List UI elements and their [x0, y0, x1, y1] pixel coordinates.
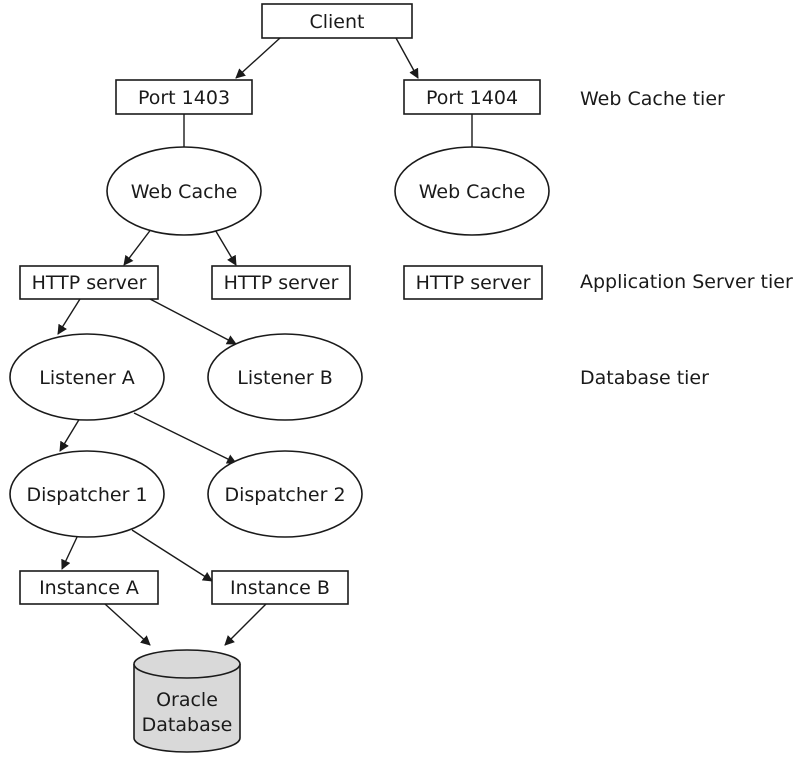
tier-label-database: Database tier [580, 367, 709, 389]
http-server-2-node: HTTP server [211, 265, 351, 300]
edge-instanceA-database [104, 603, 151, 646]
edge-client-port1404 [395, 37, 419, 79]
dispatcher-1-label: Dispatcher 1 [26, 484, 147, 506]
edge-http1-listenerB [149, 298, 237, 345]
http-server-3-node: HTTP server [403, 265, 543, 300]
instance-a-node: Instance A [19, 570, 159, 605]
oracle-database-cylinder: Oracle Database [133, 649, 241, 753]
http-server-2-label: HTTP server [224, 272, 339, 294]
edge-dispatcher1-instanceB [131, 529, 213, 582]
client-node: Client [261, 3, 413, 39]
http-server-3-label: HTTP server [416, 272, 531, 294]
listener-b-label: Listener B [237, 367, 333, 389]
listener-b-node: Listener B [207, 333, 363, 421]
port-1403-label: Port 1403 [138, 87, 230, 109]
port-1404-label: Port 1404 [426, 87, 518, 109]
edge-webcache-http1 [123, 227, 153, 266]
web-cache-left-node: Web Cache [106, 146, 262, 236]
web-cache-left-label: Web Cache [131, 181, 238, 203]
edge-dispatcher1-instanceA [61, 534, 79, 570]
tier-label-application-server: Application Server tier [580, 271, 793, 293]
web-cache-right-label: Web Cache [419, 181, 526, 203]
edge-client-port1403 [235, 37, 281, 79]
connectors [57, 37, 473, 646]
listener-a-label: Listener A [39, 367, 134, 389]
http-server-1-label: HTTP server [32, 272, 147, 294]
edge-http1-listenerA [57, 298, 81, 335]
edge-webcache-http2 [213, 227, 237, 266]
web-cache-right-node: Web Cache [394, 146, 550, 236]
instance-b-label: Instance B [230, 577, 330, 599]
edge-listenerA-dispatcher1 [59, 417, 81, 452]
instance-a-label: Instance A [39, 577, 139, 599]
port-1403-node: Port 1403 [115, 79, 253, 115]
tier-label-web-cache: Web Cache tier [580, 88, 725, 110]
port-1404-node: Port 1404 [403, 79, 541, 115]
dispatcher-1-node: Dispatcher 1 [9, 450, 165, 538]
http-server-1-node: HTTP server [19, 265, 159, 300]
listener-a-node: Listener A [9, 333, 165, 421]
edge-instanceB-database [224, 603, 267, 646]
database-label-line2: Database [142, 714, 233, 736]
client-label: Client [309, 11, 364, 33]
dispatcher-2-node: Dispatcher 2 [207, 450, 363, 538]
instance-b-node: Instance B [211, 570, 349, 605]
database-label-line1: Oracle [156, 689, 218, 711]
edge-listenerA-dispatcher2 [133, 412, 237, 464]
dispatcher-2-label: Dispatcher 2 [224, 484, 345, 506]
